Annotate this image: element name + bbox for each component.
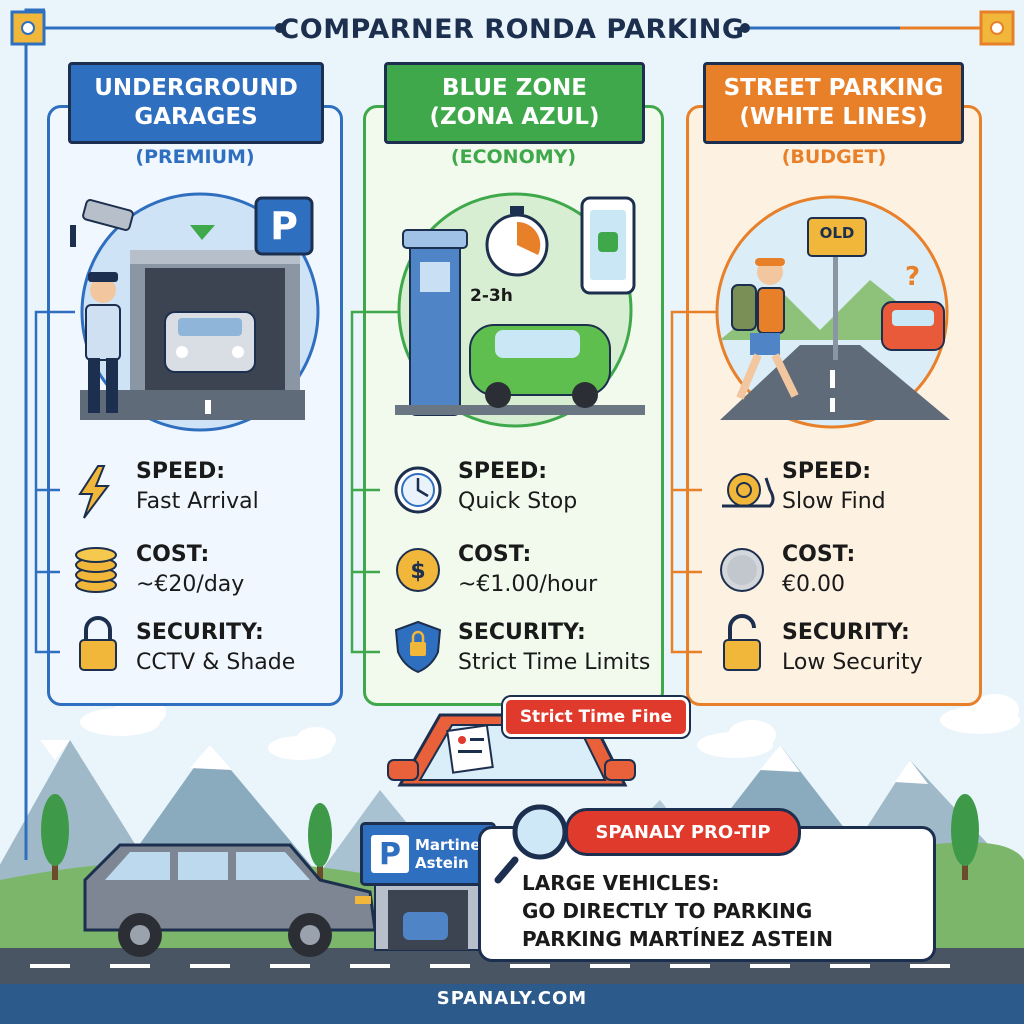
pro-tip-text: LARGE VEHICLES: GO DIRECTLY TO PARKING P… [522, 871, 833, 951]
clock-icon [394, 466, 442, 514]
silver-coin-icon [720, 548, 764, 592]
lightning-icon [78, 465, 110, 519]
old-sign-label: OLD [819, 224, 855, 242]
subtitle-premium: (PREMIUM) [135, 146, 255, 168]
parking-ticket-icon [446, 724, 494, 774]
suv-icon [83, 843, 377, 957]
parking-sign-icon: P [270, 204, 298, 248]
question-mark-icon: ? [905, 262, 921, 292]
feature-speed-blue-zone: SPEED:Quick Stop [458, 459, 578, 514]
feature-cost-underground: COST:~€20/day [136, 542, 245, 597]
parking-letter-icon: P [371, 835, 409, 873]
dollar-coin-icon: $ [396, 548, 440, 592]
smartphone-icon [580, 196, 636, 295]
garage-entrance [374, 874, 481, 951]
coins-icon [75, 547, 117, 593]
svg-text:$: $ [410, 559, 425, 584]
snail-icon [722, 473, 775, 508]
subtitle-budget: (BUDGET) [781, 146, 887, 168]
pro-tip-header: SPANALY PRO-TIP [565, 808, 801, 856]
magnifier-icon [494, 804, 568, 884]
footer-site[interactable]: SPANALY.COM [436, 988, 588, 1009]
trees [41, 794, 979, 880]
timer-label: 2-3h [470, 286, 513, 306]
fine-callout: Strict Time Fine [503, 697, 689, 737]
page-title: COMPARNER RONDA PARKING [279, 14, 745, 45]
padlock-icon [79, 616, 117, 671]
feature-speed-street: SPEED:Slow Find [782, 459, 886, 514]
cctv-camera-icon [70, 199, 134, 247]
shield-lock-icon [394, 620, 442, 674]
feature-speed-underground: SPEED:Fast Arrival [136, 459, 259, 514]
feature-cost-blue-zone: COST:~€1.00/hour [458, 542, 598, 597]
subtitle-economy: (ECONOMY) [450, 146, 577, 168]
banner-blue-zone: BLUE ZONE(ZONA AZUL) [384, 62, 645, 144]
banner-street: STREET PARKING(WHITE LINES) [703, 62, 964, 144]
feature-security-street: SECURITY:Low Security [782, 620, 923, 675]
feature-security-blue-zone: SECURITY:Strict Time Limits [458, 620, 651, 675]
feature-cost-street: COST:€0.00 [782, 542, 856, 597]
open-padlock-icon [723, 614, 761, 671]
stopwatch-icon [485, 206, 549, 277]
feature-security-underground: SECURITY:CCTV & Shade [136, 620, 296, 675]
